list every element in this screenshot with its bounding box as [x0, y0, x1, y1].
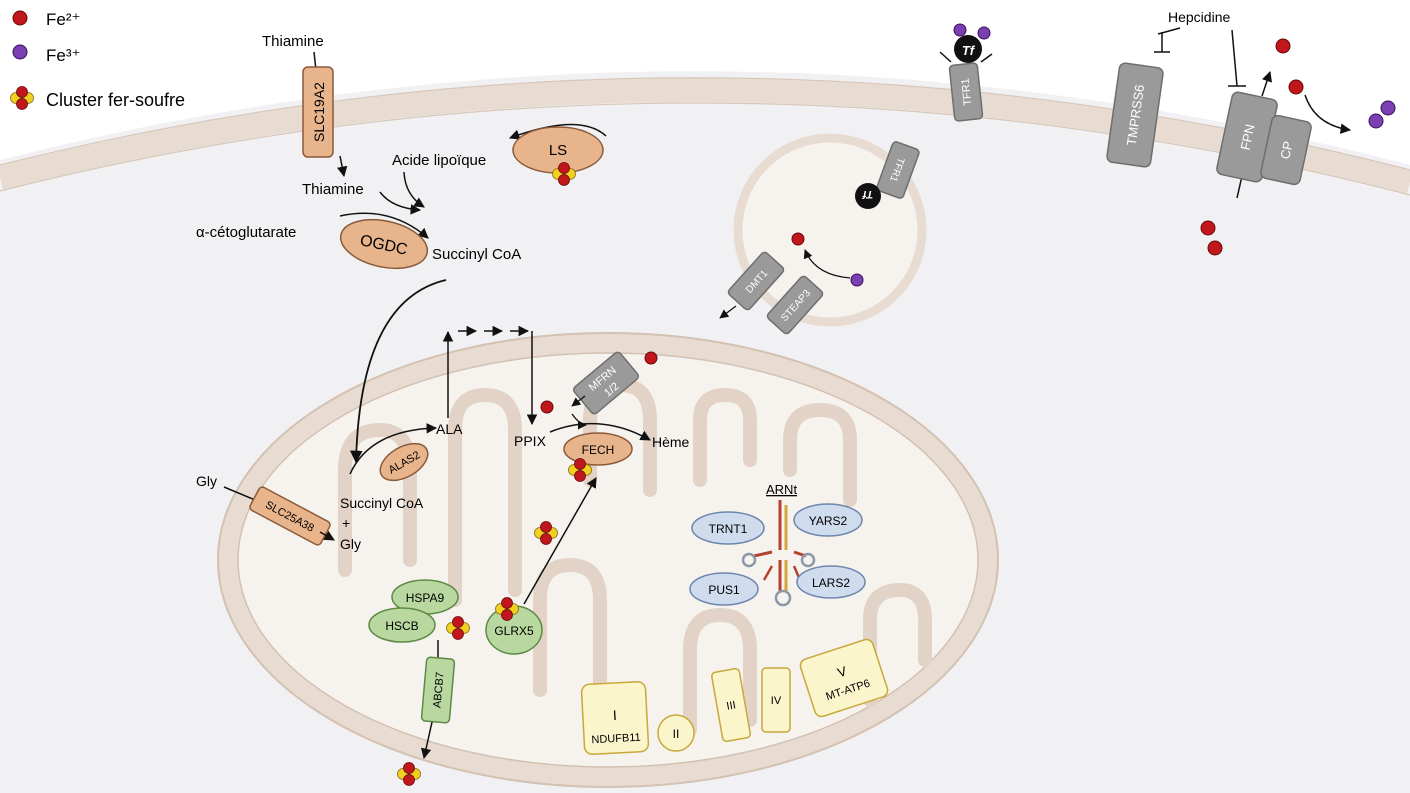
cell-membrane-band: [0, 78, 1410, 194]
fe3-ion: [1380, 100, 1396, 116]
fe3-ion: [953, 23, 967, 37]
yars2-label: YARS2: [809, 514, 848, 528]
plus-sign: +: [342, 515, 350, 531]
ala-label: ALA: [436, 421, 463, 437]
legend-fe3-marker: [12, 44, 28, 60]
lars2-label: LARS2: [812, 576, 850, 590]
hepcidine-label: Hepcidine: [1168, 9, 1230, 25]
fe2-ion: [1275, 38, 1291, 54]
legend-fe2-label: Fe²⁺: [46, 10, 80, 29]
hspa9-label: HSPA9: [406, 591, 445, 605]
trnt1-enzyme: [691, 511, 765, 545]
fe3-ion: [850, 273, 864, 287]
fe2-ion: [644, 351, 658, 365]
dmt1-transporter: DMT1: [727, 251, 785, 311]
tfr1-membrane-label: TFR1: [960, 78, 975, 107]
alas2-enzyme: ALAS2: [379, 442, 429, 482]
cp-enzyme: CP: [1260, 114, 1312, 186]
gly-extramito: Gly: [196, 473, 217, 489]
complex-iii: III: [711, 667, 751, 743]
cp-label: CP: [1277, 140, 1295, 161]
lars2-enzyme: [796, 565, 866, 599]
mfrn-transporter: MFRN 1/2: [572, 351, 640, 415]
fech-enzyme: [563, 432, 633, 466]
succinyl-coa-mito: Succinyl CoA: [340, 495, 424, 511]
fe2-ion: [791, 232, 805, 246]
tmprss6-protein: TMPRSS6: [1106, 62, 1164, 168]
acide-lipoique-label: Acide lipoïque: [392, 152, 486, 169]
transferrin: [954, 35, 982, 63]
hscb-protein: [368, 607, 436, 643]
fe2-ion: [1288, 79, 1304, 95]
fe2-ion: [1207, 240, 1223, 256]
endosome: [733, 133, 927, 327]
legend: Fe²⁺ Fe³⁺ Cluster fer-soufre: [10, 10, 185, 110]
transferrin-endosome: [855, 183, 881, 209]
complex-iii-label: III: [726, 699, 737, 712]
complex-iv-label: IV: [771, 695, 782, 707]
slc19a2-label: SLC19A2: [311, 82, 327, 142]
pus1-enzyme: [689, 572, 759, 606]
complex-i: I NDUFB11: [580, 681, 650, 755]
gly-mito: Gly: [340, 536, 361, 552]
tf-membrane-label: Tf: [962, 43, 976, 58]
complex-i-label: I: [612, 707, 617, 723]
arnt-label: ARNt: [766, 482, 797, 497]
glrx5-label: GLRX5: [494, 624, 534, 638]
succinyl-coa-cytosol: Succinyl CoA: [432, 246, 521, 263]
fpn-label: FPN: [1237, 123, 1257, 152]
ndufb11-label: NDUFB11: [591, 732, 641, 747]
abcb7-transporter: ABCB7: [420, 656, 456, 724]
pus1-label: PUS1: [708, 583, 740, 597]
thiamine-cytosol: Thiamine: [302, 181, 364, 198]
complex-v: V MT-ATP6: [799, 638, 889, 718]
fe3-ion: [977, 26, 991, 40]
complex-iv: IV: [761, 667, 791, 733]
ppix-label: PPIX: [514, 433, 547, 449]
tfr1-endosome-receptor: TFR1: [876, 141, 920, 199]
fe2-ion: [1200, 220, 1216, 236]
trna-structure: [741, 500, 816, 607]
heme-label: Hème: [652, 434, 690, 450]
thiamine-extracellular: Thiamine: [262, 33, 324, 50]
complex-ii-label: II: [673, 727, 680, 741]
hscb-label: HSCB: [385, 619, 418, 633]
abcb7-label: ABCB7: [431, 672, 446, 709]
fe3-ion: [1368, 113, 1384, 129]
legend-cluster-label: Cluster fer-soufre: [46, 90, 185, 110]
fech-label: FECH: [582, 443, 615, 457]
yars2-enzyme: [793, 503, 863, 537]
fe2-ion: [540, 400, 554, 414]
legend-cluster-marker: [10, 86, 34, 110]
ogdc-enzyme: OGDC: [339, 218, 429, 270]
ls-label: LS: [549, 142, 567, 159]
complex-ii: [657, 714, 695, 752]
alpha-cetoglutarate-label: α-cétoglutarate: [196, 224, 296, 241]
tf-endosome-label: Tf: [861, 188, 873, 200]
legend-fe3-label: Fe³⁺: [46, 46, 80, 65]
legend-fe2-marker: [12, 10, 28, 26]
tfr1-membrane-receptor: TFR1: [948, 62, 984, 122]
slc19a2-transporter: SLC19A2: [302, 66, 334, 158]
trnt1-label: TRNT1: [709, 522, 748, 536]
